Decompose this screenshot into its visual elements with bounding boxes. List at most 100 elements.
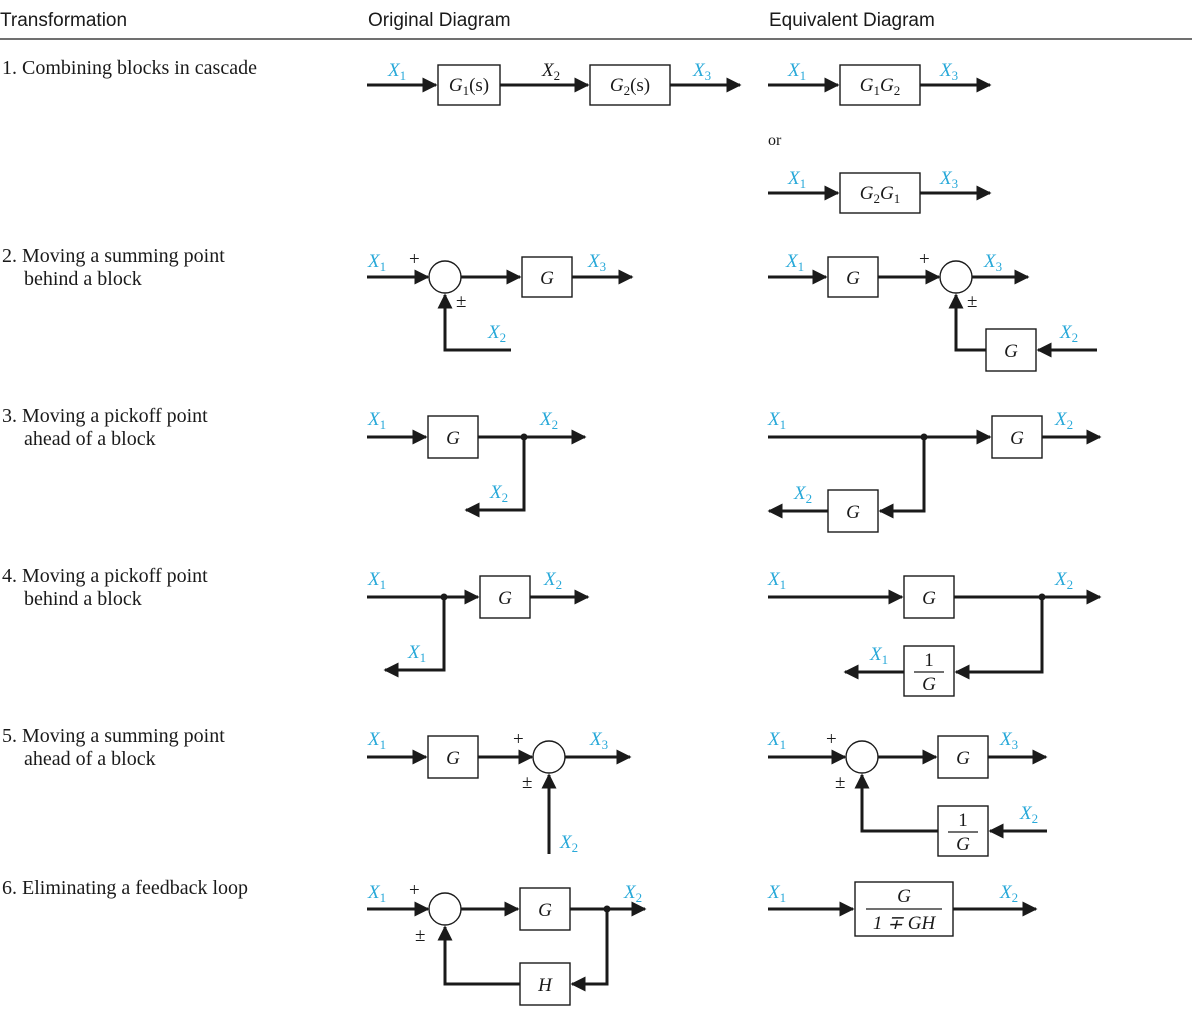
summing-junction [845, 740, 879, 774]
svg-text:X1: X1 [387, 60, 406, 83]
svg-text:X2: X2 [1059, 322, 1078, 345]
svg-text:X1: X1 [367, 569, 386, 592]
svg-text:±: ± [415, 925, 425, 946]
svg-text:3. Moving a pickoff point: 3. Moving a pickoff point [2, 405, 208, 427]
svg-text:X3: X3 [983, 251, 1002, 274]
svg-text:X1: X1 [767, 882, 786, 905]
svg-text:X3: X3 [587, 251, 606, 274]
svg-text:X1: X1 [787, 168, 806, 191]
svg-text:X1: X1 [367, 409, 386, 432]
svg-text:5. Moving a summing point: 5. Moving a summing point [2, 725, 225, 747]
svg-text:X2: X2 [1054, 569, 1073, 592]
svg-text:±: ± [522, 772, 532, 793]
svg-text:ahead of a block: ahead of a block [24, 428, 156, 450]
row-2-equivalent-diagram: X1 G + X3 ± X2 G [768, 249, 1097, 372]
block-g [427, 415, 479, 459]
svg-text:4. Moving a pickoff point: 4. Moving a pickoff point [2, 565, 208, 587]
header-equivalent-diagram: Equivalent Diagram [769, 10, 935, 31]
svg-text:+: + [409, 249, 420, 270]
svg-text:1 ∓ GH: 1 ∓ GH [873, 913, 937, 934]
svg-text:X2: X2 [1019, 803, 1038, 826]
row-1-equivalent-diagram-b: X1 G2G1 X3 [768, 168, 992, 214]
svg-text:G: G [446, 748, 460, 769]
row-6-original-diagram: X1 + G X2 H ± [367, 880, 647, 1006]
block-g1g2 [839, 64, 921, 106]
svg-text:X2: X2 [559, 832, 578, 855]
svg-text:X2: X2 [999, 882, 1018, 905]
svg-text:behind a block: behind a block [24, 588, 142, 610]
svg-text:X3: X3 [939, 60, 958, 83]
row-5-original-diagram: X1 G + X3 ± X2 [367, 729, 632, 855]
row-6-equivalent-diagram: X1 G 1 ∓ GH X2 [767, 881, 1038, 937]
svg-text:X2: X2 [793, 483, 812, 506]
svg-text:X1: X1 [787, 60, 806, 83]
svg-text:+: + [409, 880, 420, 901]
row-1-equivalent-diagram-a: X1 G1G2 X3 [768, 60, 992, 106]
row-1-description: 1. Combining blocks in cascade [2, 57, 257, 79]
svg-text:+: + [513, 729, 524, 750]
svg-text:G: G [538, 900, 552, 921]
svg-text:G2(s): G2(s) [610, 75, 650, 98]
row-5-equivalent-diagram: X1 + G X3 ± X2 1 G [767, 729, 1048, 857]
svg-text:G1G2: G1G2 [860, 75, 900, 98]
svg-text:±: ± [835, 772, 845, 793]
svg-text:G1(s): G1(s) [449, 75, 489, 98]
summing-junction [428, 892, 462, 926]
svg-text:behind a block: behind a block [24, 268, 142, 290]
or-label: or [768, 132, 782, 149]
svg-text:X2: X2 [541, 60, 560, 83]
svg-text:2. Moving a summing point: 2. Moving a summing point [2, 245, 225, 267]
block-g2 [589, 64, 671, 106]
svg-text:G: G [446, 428, 460, 449]
block-g [827, 256, 879, 298]
row-3-description: 3. Moving a pickoff point ahead of a blo… [2, 405, 208, 450]
svg-text:G: G [922, 588, 936, 609]
block-h [519, 962, 571, 1006]
row-2-original-diagram: X1 + G X3 ± X2 [367, 249, 634, 352]
svg-text:G: G [498, 588, 512, 609]
svg-text:X1: X1 [767, 409, 786, 432]
svg-text:G: G [540, 268, 554, 289]
svg-text:X2: X2 [487, 322, 506, 345]
svg-text:X3: X3 [692, 60, 711, 83]
svg-text:X1: X1 [869, 644, 888, 667]
block-g [519, 887, 571, 931]
svg-text:G: G [846, 502, 860, 523]
svg-text:ahead of a block: ahead of a block [24, 748, 156, 770]
summing-junction [532, 740, 566, 774]
svg-text:X1: X1 [367, 729, 386, 752]
summing-junction [939, 260, 973, 294]
block-g [479, 575, 531, 619]
svg-text:G: G [897, 886, 911, 907]
row-4-equivalent-diagram: X1 G X2 1 G X1 [767, 569, 1102, 697]
svg-text:G2G1: G2G1 [860, 183, 900, 206]
svg-text:X1: X1 [367, 882, 386, 905]
row-4-original-diagram: X1 G X2 X1 [367, 569, 590, 678]
row-1-original-diagram: X1 G1(s) X2 G2(s) X3 [367, 60, 742, 106]
block-one-over-g [937, 805, 989, 857]
block-g [427, 735, 479, 779]
svg-text:1: 1 [924, 650, 934, 671]
svg-text:X2: X2 [623, 882, 642, 905]
block-g [903, 575, 955, 619]
svg-text:G: G [956, 748, 970, 769]
row-2-description: 2. Moving a summing point behind a block [2, 245, 225, 290]
row-6-description: 6. Eliminating a feedback loop [2, 877, 248, 899]
svg-text:1. Combining blocks in cascade: 1. Combining blocks in cascade [2, 57, 257, 79]
svg-text:6. Eliminating a feedback loop: 6. Eliminating a feedback loop [2, 877, 248, 899]
row-3-original-diagram: X1 G X2 X2 [367, 409, 587, 518]
block-one-over-g [903, 645, 955, 697]
svg-text:X1: X1 [367, 251, 386, 274]
svg-text:X1: X1 [407, 642, 426, 665]
svg-text:X3: X3 [939, 168, 958, 191]
svg-text:X1: X1 [767, 569, 786, 592]
row-4-description: 4. Moving a pickoff point behind a block [2, 565, 208, 610]
svg-text:G: G [1004, 341, 1018, 362]
svg-text:H: H [537, 975, 553, 996]
svg-text:±: ± [456, 291, 466, 312]
svg-text:X2: X2 [489, 482, 508, 505]
row-5-description: 5. Moving a summing point ahead of a blo… [2, 725, 225, 770]
svg-text:+: + [826, 729, 837, 750]
svg-text:+: + [919, 249, 930, 270]
